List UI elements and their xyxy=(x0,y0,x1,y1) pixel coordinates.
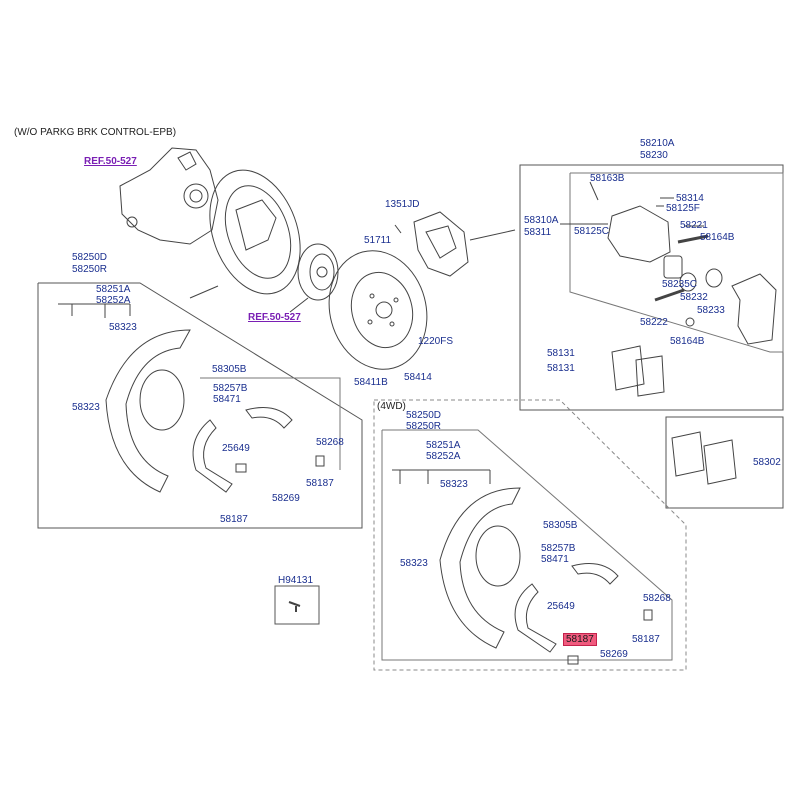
part-label-58222[interactable]: 58222 xyxy=(640,317,668,328)
ref-link-hub[interactable]: REF.50-527 xyxy=(248,312,301,323)
part-label-4wd-58252A[interactable]: 58252A xyxy=(426,451,461,462)
ref-link-knuckle[interactable]: REF.50-527 xyxy=(84,156,137,167)
hub-bearing-drawing xyxy=(297,243,339,301)
section-title-4wd: (4WD) xyxy=(377,401,406,412)
h94131-panel xyxy=(274,585,320,625)
part-label-58314[interactable]: 58314 xyxy=(676,193,704,204)
part-label-1220FS[interactable]: 1220FS xyxy=(418,336,454,347)
part-label-58414[interactable]: 58414 xyxy=(404,372,432,383)
part-label-58268[interactable]: 58268 xyxy=(316,437,344,448)
part-label-58187-bottom[interactable]: 58187 xyxy=(220,514,248,525)
part-label-58125F[interactable]: 58125F xyxy=(666,203,700,214)
part-label-58311[interactable]: 58311 xyxy=(524,227,552,238)
dust-shield-drawing xyxy=(209,169,301,295)
pads-group-panel xyxy=(665,416,784,509)
h94131-bolt-drawing xyxy=(288,601,301,612)
part-label-4wd-58187-highlighted[interactable]: 58187 xyxy=(563,633,597,646)
4wd-shoes-drawing xyxy=(514,563,653,665)
brake-pads-drawing xyxy=(611,345,665,397)
part-label-58221[interactable]: 58221 xyxy=(680,220,708,231)
part-label-58131-lower[interactable]: 58131 xyxy=(547,363,575,374)
part-label-58411B[interactable]: 58411B xyxy=(354,377,388,388)
part-label-58257B[interactable]: 58257B xyxy=(213,383,248,394)
caliper-inner-panel xyxy=(569,172,784,353)
part-label-58163B[interactable]: 58163B xyxy=(590,173,625,184)
part-label-4wd-58323-upper[interactable]: 58323 xyxy=(440,479,468,490)
part-label-58252A[interactable]: 58252A xyxy=(96,295,131,306)
part-label-4wd-58250R[interactable]: 58250R xyxy=(406,421,442,432)
caliper-assembly-drawing xyxy=(413,211,469,277)
part-label-58125C[interactable]: 58125C xyxy=(574,226,610,237)
knuckle-drawing xyxy=(119,147,219,245)
part-label-4wd-58187[interactable]: 58187 xyxy=(632,634,660,645)
part-label-4wd-58323-lower[interactable]: 58323 xyxy=(400,558,428,569)
part-label-58187-right[interactable]: 58187 xyxy=(306,478,334,489)
part-label-4wd-58471[interactable]: 58471 xyxy=(541,554,569,565)
part-label-4wd-25649[interactable]: 25649 xyxy=(547,601,575,612)
part-label-4wd-58305B[interactable]: 58305B xyxy=(543,520,578,531)
4wd-group-panel xyxy=(373,399,687,671)
part-label-58251A[interactable]: 58251A xyxy=(96,284,131,295)
part-label-58210A[interactable]: 58210A xyxy=(640,138,675,149)
caliper-housing-drawing xyxy=(607,205,723,327)
part-label-58131-upper[interactable]: 58131 xyxy=(547,348,575,359)
part-label-58232[interactable]: 58232 xyxy=(680,292,708,303)
4wd-inner-panel xyxy=(381,429,673,661)
part-label-25649[interactable]: 25649 xyxy=(222,443,250,454)
left-backing-plate-drawing xyxy=(105,329,191,493)
caliper-group-panel xyxy=(519,164,784,411)
part-label-58164B-upper[interactable]: 58164B xyxy=(700,232,735,243)
part-label-51711[interactable]: 51711 xyxy=(364,235,392,246)
part-label-H94131[interactable]: H94131 xyxy=(278,575,314,586)
brake-disc-drawing xyxy=(328,250,428,370)
part-label-58235C[interactable]: 58235C xyxy=(662,279,698,290)
part-label-1351JD[interactable]: 1351JD xyxy=(385,199,420,210)
part-label-58310A[interactable]: 58310A xyxy=(524,215,559,226)
left-shoes-drawing xyxy=(192,407,325,493)
part-label-4wd-58251A[interactable]: 58251A xyxy=(426,440,461,451)
leader-lines xyxy=(58,181,704,484)
part-label-4wd-58269[interactable]: 58269 xyxy=(600,649,628,660)
part-label-58323-lower[interactable]: 58323 xyxy=(72,402,100,413)
part-label-58305B[interactable]: 58305B xyxy=(212,364,247,375)
part-label-58233[interactable]: 58233 xyxy=(697,305,725,316)
4wd-backing-plate-drawing xyxy=(439,487,521,649)
diagram-title: (W/O PARKG BRK CONTROL-EPB) xyxy=(14,127,177,138)
part-label-58269[interactable]: 58269 xyxy=(272,493,300,504)
carrier-bracket-drawing xyxy=(731,273,777,345)
part-label-58164B-lower[interactable]: 58164B xyxy=(670,336,705,347)
part-label-58230[interactable]: 58230 xyxy=(640,150,668,161)
pad-kit-drawing xyxy=(671,431,737,485)
part-label-58323-upper[interactable]: 58323 xyxy=(109,322,137,333)
part-label-4wd-58250D[interactable]: 58250D xyxy=(406,410,442,421)
part-label-58471[interactable]: 58471 xyxy=(213,394,241,405)
part-label-58250D[interactable]: 58250D xyxy=(72,252,108,263)
part-label-4wd-58268[interactable]: 58268 xyxy=(643,593,671,604)
part-label-58250R[interactable]: 58250R xyxy=(72,264,108,275)
part-label-4wd-58257B[interactable]: 58257B xyxy=(541,543,576,554)
left-backing-group-panel xyxy=(37,282,363,529)
left-shoe-subpanel xyxy=(200,377,341,470)
part-label-58302[interactable]: 58302 xyxy=(753,457,781,468)
